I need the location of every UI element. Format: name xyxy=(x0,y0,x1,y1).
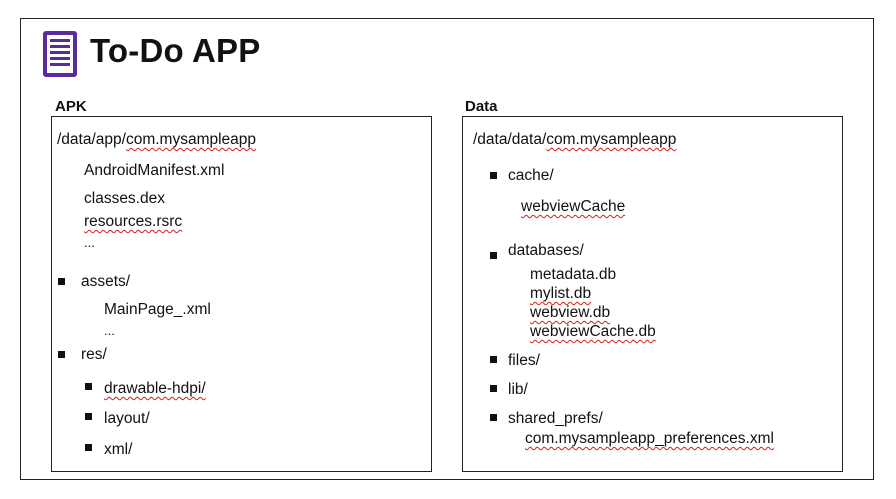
file-android-manifest: AndroidManifest.xml xyxy=(84,162,225,179)
file-mainpage-xml: MainPage_.xml xyxy=(104,301,211,318)
folder-databases: databases/ xyxy=(508,242,584,259)
data-path: /data/data/com.mysampleapp xyxy=(473,131,676,149)
folder-drawable-hdpi: drawable-hdpi/ xyxy=(104,380,206,397)
folder-assets: assets/ xyxy=(81,273,131,290)
data-section-label: Data xyxy=(465,98,498,115)
bullet-icon xyxy=(490,252,497,259)
apk-path-package: com.mysampleapp xyxy=(125,131,257,148)
folder-cache: cache/ xyxy=(508,167,554,184)
file-webviewcache-db: webviewCache.db xyxy=(530,323,656,340)
folder-layout: layout/ xyxy=(104,410,150,427)
folder-xml: xml/ xyxy=(104,441,133,458)
document-list-icon xyxy=(43,31,77,77)
data-box xyxy=(462,116,843,472)
file-resources-rsrc: resources.rsrc xyxy=(84,213,183,230)
data-path-package: com.mysampleapp xyxy=(546,131,677,148)
bullet-icon xyxy=(490,414,497,421)
apk-box xyxy=(51,116,432,472)
file-webview-db: webview.db xyxy=(530,304,611,321)
folder-lib: lib/ xyxy=(508,381,528,398)
bullet-icon xyxy=(85,444,92,451)
folder-files: files/ xyxy=(508,352,540,369)
bullet-icon xyxy=(490,172,497,179)
file-metadata-db: metadata.db xyxy=(530,266,617,283)
folder-res: res/ xyxy=(81,346,107,363)
apk-section-label: APK xyxy=(55,98,87,115)
assets-ellipsis: ... xyxy=(104,323,115,338)
apk-path: /data/app/com.mysampleapp xyxy=(57,131,256,149)
diagram-frame xyxy=(20,18,874,480)
file-mylist-db: mylist.db xyxy=(530,285,592,302)
bullet-icon xyxy=(490,356,497,363)
page-title: To-Do APP xyxy=(90,32,261,69)
bullet-icon xyxy=(58,278,65,285)
apk-root-ellipsis: ... xyxy=(84,235,95,250)
folder-shared-prefs: shared_prefs/ xyxy=(508,410,603,427)
bullet-icon xyxy=(58,351,65,358)
apk-path-prefix: /data/app/ xyxy=(57,131,126,148)
file-webviewcache: webviewCache xyxy=(521,198,626,215)
bullet-icon xyxy=(85,383,92,390)
bullet-icon xyxy=(85,413,92,420)
file-preferences-xml: com.mysampleapp_preferences.xml xyxy=(525,430,774,447)
file-classes-dex: classes.dex xyxy=(84,190,165,207)
data-path-prefix: /data/data/ xyxy=(473,131,547,148)
bullet-icon xyxy=(490,385,497,392)
